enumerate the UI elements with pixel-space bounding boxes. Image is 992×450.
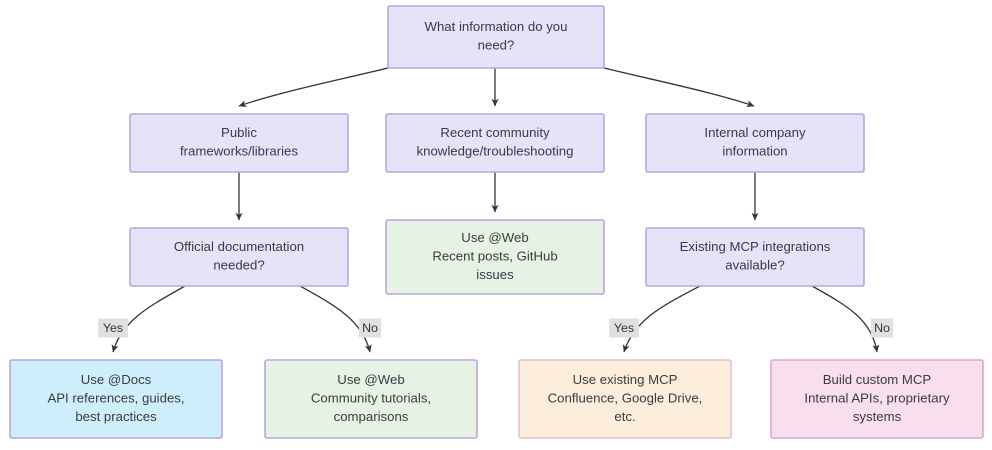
edge-mcpdecision-no-label: No xyxy=(870,318,894,338)
edge-mcpdecision-yes-label-text: Yes xyxy=(614,321,634,335)
edge-mcpdecision-no xyxy=(811,285,880,353)
use-web-community-tutorials-result-box[interactable] xyxy=(264,359,478,439)
edge-mcpdecision-no-label-text: No xyxy=(874,321,890,335)
use-existing-mcp-result[interactable]: Use existing MCP Confluence, Google Drive… xyxy=(518,359,732,439)
use-existing-mcp-result-box[interactable] xyxy=(518,359,732,439)
root-question-box[interactable] xyxy=(387,5,605,69)
official-documentation-decision-line-0: Official documentation xyxy=(174,239,304,254)
edge-mcpdecision-yes-label-bg xyxy=(609,318,639,338)
root-question-line-1: need? xyxy=(478,38,515,53)
use-docs-result-line-1: API references, guides, xyxy=(47,390,184,405)
edge-root-to-public xyxy=(238,67,389,107)
internal-company-line-1: information xyxy=(722,144,787,159)
use-web-recent-posts-line-0: Use @Web xyxy=(461,230,528,245)
build-custom-mcp-result-line-0: Build custom MCP xyxy=(823,372,932,387)
edge-mcpdecision-yes-label: Yes xyxy=(609,318,639,338)
official-documentation-decision-line-1: needed? xyxy=(213,258,264,273)
use-web-community-tutorials-result-line-0: Use @Web xyxy=(337,372,404,387)
recent-community-box[interactable] xyxy=(385,113,605,173)
official-documentation-decision[interactable]: Official documentation needed? xyxy=(129,227,349,287)
edge-officialdocs-yes xyxy=(111,285,186,353)
use-existing-mcp-result-line-0: Use existing MCP xyxy=(573,372,678,387)
use-docs-result-box[interactable] xyxy=(9,359,223,439)
recent-community-line-0: Recent community xyxy=(440,125,550,140)
edge-mcpdecision-no-label-bg xyxy=(870,318,894,338)
official-documentation-decision-box[interactable] xyxy=(129,227,349,287)
public-frameworks[interactable]: Public frameworks/libraries xyxy=(129,113,349,173)
root-question-line-0: What information do you xyxy=(425,19,568,34)
use-web-community-tutorials-result-line-1: Community tutorials, xyxy=(311,390,431,405)
internal-company-line-0: Internal company xyxy=(704,125,806,140)
edge-mcpdecision-yes xyxy=(622,285,701,353)
build-custom-mcp-result-line-2: systems xyxy=(853,409,902,424)
existing-mcp-decision-line-1: available? xyxy=(725,258,784,273)
public-frameworks-line-1: frameworks/libraries xyxy=(180,144,298,159)
existing-mcp-decision-line-0: Existing MCP integrations xyxy=(680,239,831,254)
build-custom-mcp-result-line-1: Internal APIs, proprietary xyxy=(804,390,950,405)
root-question[interactable]: What information do you need? xyxy=(387,5,605,69)
edge-officialdocs-no-label: No xyxy=(358,318,382,338)
public-frameworks-box[interactable] xyxy=(129,113,349,173)
use-web-recent-posts-box[interactable] xyxy=(385,219,605,295)
edge-officialdocs-no-label-bg xyxy=(358,318,382,338)
edge-labels-layer: Yes No Yes No xyxy=(98,318,894,338)
use-existing-mcp-result-line-1: Confluence, Google Drive, xyxy=(548,390,703,405)
build-custom-mcp-result-box[interactable] xyxy=(770,359,984,439)
edges-layer xyxy=(111,67,880,353)
internal-company-box[interactable] xyxy=(645,113,865,173)
edge-officialdocs-no xyxy=(299,285,372,353)
existing-mcp-decision-box[interactable] xyxy=(645,227,865,287)
edge-officialdocs-yes-label-text: Yes xyxy=(103,321,123,335)
edge-officialdocs-yes-label-bg xyxy=(98,318,128,338)
use-docs-result-line-0: Use @Docs xyxy=(81,372,152,387)
build-custom-mcp-result[interactable]: Build custom MCP Internal APIs, proprieta… xyxy=(770,359,984,439)
use-existing-mcp-result-line-2: etc. xyxy=(614,409,635,424)
use-web-community-tutorials-result-line-2: comparisons xyxy=(334,409,409,424)
use-web-recent-posts-line-1: Recent posts, GitHub xyxy=(432,248,557,263)
internal-company[interactable]: Internal company information xyxy=(645,113,865,173)
existing-mcp-decision[interactable]: Existing MCP integrations available? xyxy=(645,227,865,287)
recent-community[interactable]: Recent community knowledge/troubleshootin… xyxy=(385,113,605,173)
edge-root-to-internal xyxy=(603,67,755,108)
edge-officialdocs-yes-label: Yes xyxy=(98,318,128,338)
use-web-recent-posts-line-2: issues xyxy=(476,267,514,282)
recent-community-line-1: knowledge/troubleshooting xyxy=(417,144,574,159)
nodes-layer: What information do you need? Public framew… xyxy=(9,5,984,439)
use-docs-result-line-2: best practices xyxy=(75,409,157,424)
edge-officialdocs-no-label-text: No xyxy=(362,321,378,335)
public-frameworks-line-0: Public xyxy=(221,125,257,140)
